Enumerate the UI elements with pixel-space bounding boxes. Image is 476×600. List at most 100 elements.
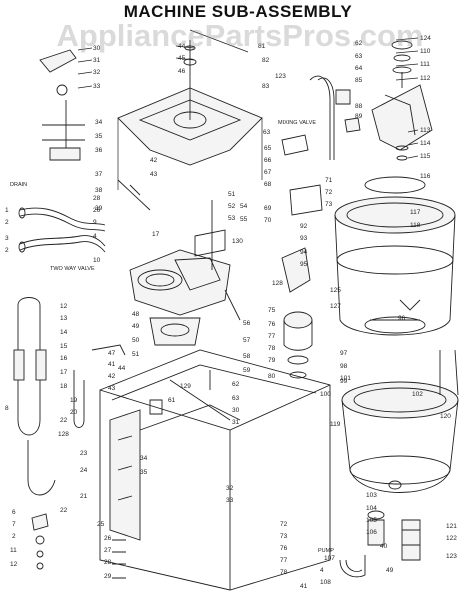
agitator: [371, 40, 433, 161]
bottom-left-fasteners: [31, 513, 126, 579]
part-callout: 36: [95, 147, 103, 154]
part-callout: 72: [325, 189, 333, 196]
part-callout: 113: [420, 127, 431, 134]
part-callout: 108: [320, 579, 331, 586]
part-callout: 43: [150, 171, 158, 178]
water-pump: [339, 510, 421, 578]
part-callout: 40: [380, 543, 388, 550]
part-callout: 64: [355, 65, 363, 72]
outer-tub: [341, 349, 459, 493]
part-callout: 48: [132, 311, 140, 318]
part-callout: 73: [280, 533, 288, 540]
part-callout: 42: [108, 373, 116, 380]
part-callout: 76: [268, 321, 276, 328]
inlet-hose-assembly: [13, 297, 126, 496]
washer-cabinet: [99, 349, 331, 591]
part-callout: 53: [228, 215, 236, 222]
part-callout: 101: [340, 375, 351, 382]
part-callout: 28: [93, 195, 101, 202]
part-callout: 56: [243, 320, 251, 327]
part-callout: 62: [355, 40, 363, 47]
part-callout: 51: [228, 191, 236, 198]
part-callout: 94: [300, 249, 308, 256]
part-callout: 105: [366, 517, 377, 524]
part-callout: 71: [325, 177, 333, 184]
part-callout: 112: [420, 75, 431, 82]
part-callout: 16: [60, 355, 68, 362]
part-callout: 121: [446, 523, 457, 530]
part-callout: 83: [262, 83, 270, 90]
part-callout: 2: [5, 219, 9, 226]
part-callout: 118: [410, 222, 421, 229]
part-callout: 18: [60, 383, 68, 390]
part-callout: 33: [226, 497, 234, 504]
page-title: MACHINE SUB-ASSEMBLY: [123, 2, 353, 21]
part-callout: 50: [132, 337, 140, 344]
part-callout: 66: [264, 157, 272, 164]
part-callout: 9: [93, 219, 97, 226]
part-callout: 43: [108, 385, 116, 392]
part-callout: 31: [93, 57, 101, 64]
part-callout: 69: [264, 205, 272, 212]
part-callout: 49: [386, 567, 394, 574]
part-callout: 38: [95, 187, 103, 194]
part-callout: 10: [93, 257, 101, 264]
part-callout: 117: [410, 209, 421, 216]
part-callout: 24: [80, 467, 88, 474]
part-callout: 47: [108, 350, 116, 357]
part-callout: 46: [178, 68, 186, 75]
part-callout: 130: [232, 238, 243, 245]
part-callout: 107: [324, 555, 335, 562]
part-callout: 35: [95, 133, 103, 140]
part-callout: 67: [264, 169, 272, 176]
part-callout: 73: [325, 201, 333, 208]
part-callout: 82: [262, 57, 270, 64]
part-callout: 72: [280, 521, 288, 528]
part-callout: 2: [5, 247, 9, 254]
part-callout: 4: [320, 567, 324, 574]
part-callout: 75: [268, 307, 276, 314]
part-callout: 12: [60, 303, 68, 310]
part-callout: 63: [263, 129, 271, 136]
part-callout: 55: [240, 216, 248, 223]
part-callout: 93: [300, 235, 308, 242]
part-callout: 123: [275, 73, 286, 80]
part-callout: 11: [10, 547, 17, 554]
part-callout: 49: [132, 323, 140, 330]
drive-motor: [281, 247, 313, 379]
part-callout: 41: [108, 361, 116, 368]
part-callout: 44: [118, 365, 126, 372]
part-callout: 88: [355, 103, 363, 110]
part-callout: 19: [70, 397, 78, 404]
part-callout: 30: [232, 407, 240, 414]
part-callout: 128: [58, 431, 69, 438]
part-callout: 63: [355, 53, 363, 60]
part-callout: 78: [280, 569, 288, 576]
part-callout: 96: [398, 315, 406, 322]
part-callout: 57: [243, 337, 251, 344]
transmission-gearcase: [129, 200, 241, 346]
callout-labels: 3031323334353644454681828342433738395152…: [5, 35, 457, 590]
part-callout: 61: [168, 397, 176, 404]
part-callout: 25: [97, 521, 105, 528]
part-callout: 33: [93, 83, 101, 90]
part-callout: 127: [330, 303, 341, 310]
part-callout: 77: [268, 333, 276, 340]
part-callout: 52: [228, 203, 236, 210]
part-callout: 20: [70, 409, 78, 416]
diagram-note: DRAIN: [10, 182, 27, 188]
part-callout: 79: [268, 357, 276, 364]
part-callout: 34: [140, 455, 148, 462]
part-callout: 125: [330, 287, 341, 294]
part-callout: 34: [95, 119, 103, 126]
part-callout: 39: [95, 205, 103, 212]
part-callout: 102: [412, 391, 423, 398]
part-callout: 110: [420, 48, 431, 55]
part-callout: 111: [420, 61, 430, 68]
part-callout: 119: [330, 421, 341, 428]
part-callout: 85: [355, 77, 363, 84]
part-callout: 2: [12, 533, 16, 540]
